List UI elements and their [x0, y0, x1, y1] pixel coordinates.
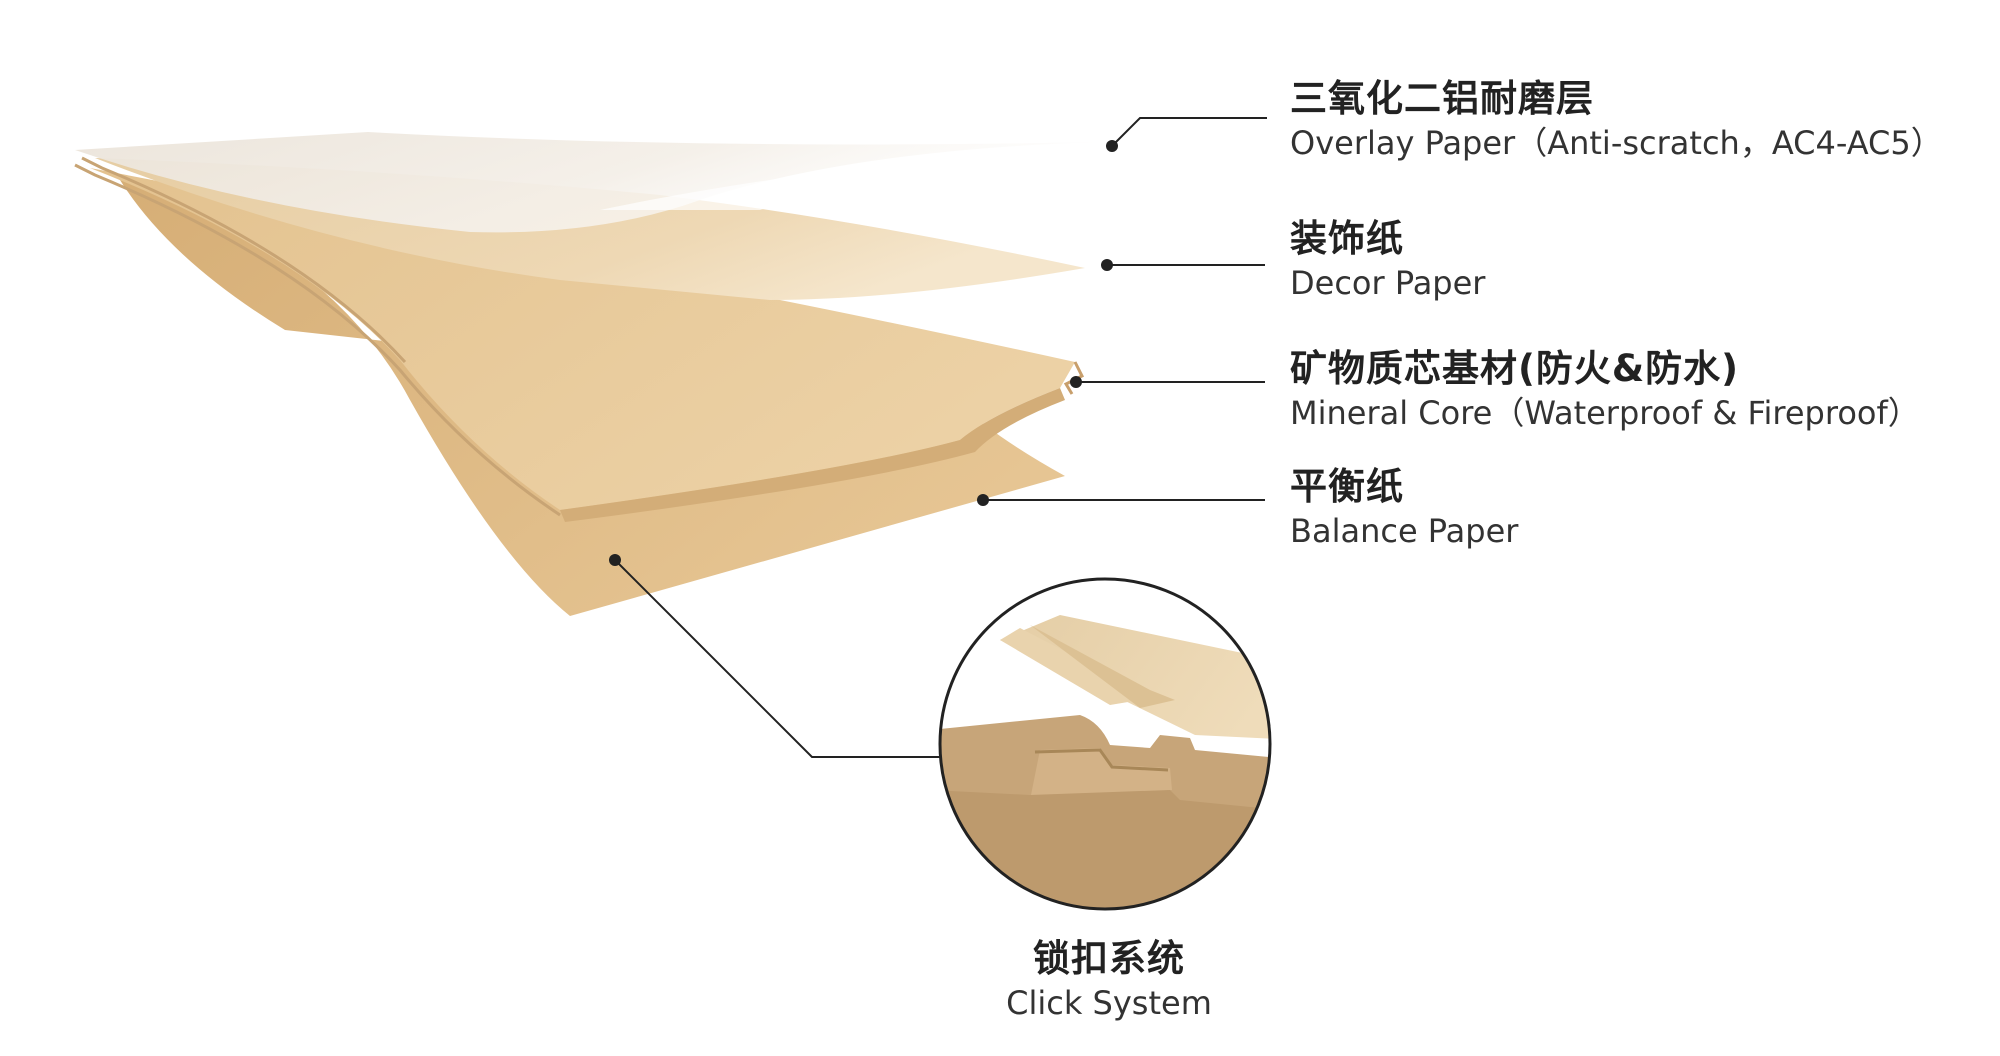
- label-overlay-en: Overlay Paper（Anti-scratch，AC4-AC5）: [1290, 124, 1943, 162]
- label-decor-paper: 装饰纸 Decor Paper: [1290, 216, 1485, 304]
- left-edge-lines: [74, 156, 561, 517]
- label-decor-en: Decor Paper: [1290, 264, 1486, 302]
- leader-dot-overlay: [1106, 140, 1118, 152]
- leader-dot-decor: [1101, 259, 1113, 271]
- leader-dot-core: [1070, 376, 1082, 388]
- label-core-zh: 矿物质芯基材(防火&防水): [1290, 347, 1740, 390]
- label-click-zh: 锁扣系统: [1033, 937, 1185, 980]
- label-balance-zh: 平衡纸: [1290, 465, 1404, 508]
- leader-overlay: [1111, 117, 1267, 147]
- label-click-en: Click System: [1006, 984, 1212, 1022]
- overlay-highlight: [600, 142, 1100, 210]
- label-balance-paper: 平衡纸 Balance Paper: [1290, 464, 1518, 552]
- label-mineral-core: 矿物质芯基材(防火&防水) Mineral Core（Waterproof & …: [1290, 346, 1920, 434]
- leader-dot-balance: [977, 494, 989, 506]
- overlay-paper-layer: [75, 132, 1100, 233]
- label-core-en: Mineral Core（Waterproof & Fireproof）: [1290, 394, 1920, 432]
- mineral-core-layer: [90, 168, 1075, 510]
- leader-dot-click-system: [609, 554, 621, 566]
- label-decor-zh: 装饰纸: [1290, 217, 1404, 260]
- label-balance-en: Balance Paper: [1290, 512, 1519, 550]
- label-click-system: 锁扣系统 Click System: [1004, 936, 1214, 1024]
- label-overlay-paper: 三氧化二铝耐磨层 Overlay Paper（Anti-scratch，AC4-…: [1290, 76, 1943, 164]
- label-overlay-zh: 三氧化二铝耐磨层: [1290, 77, 1594, 120]
- mineral-core-edge: [560, 388, 1065, 522]
- leader-click-system: [614, 559, 940, 758]
- click-system-zoom-border: [938, 577, 1272, 911]
- click-system-zoom: [940, 579, 1270, 909]
